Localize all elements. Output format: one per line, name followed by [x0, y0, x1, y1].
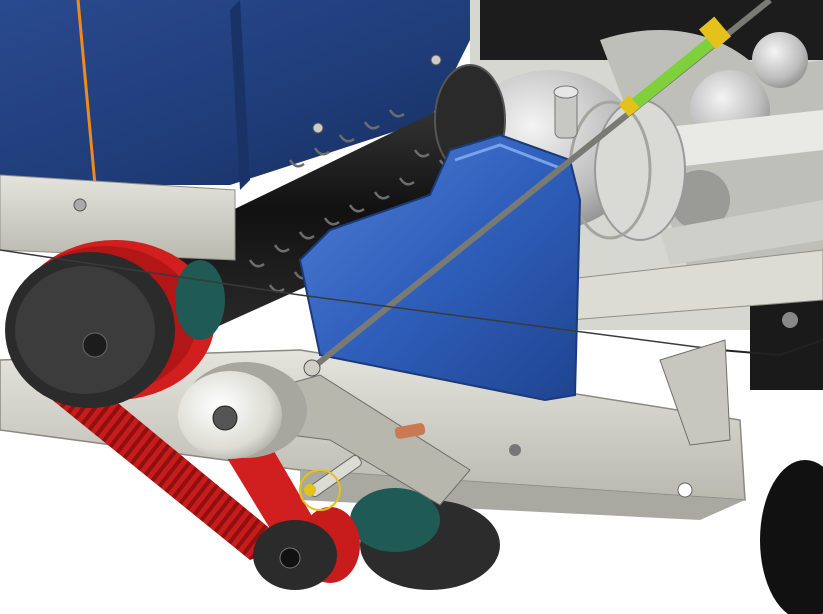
toothed-belt [40, 380, 290, 560]
lower-hub [350, 488, 500, 590]
control-rod [303, 0, 772, 377]
main-pulley [5, 252, 225, 408]
copper-pin [394, 423, 426, 439]
thin-cable [0, 249, 823, 357]
green-spring [626, 30, 724, 113]
lower-pulley [253, 507, 360, 590]
orange-edge-line [76, 0, 97, 186]
right-bracket [659, 339, 731, 446]
idler-pulley [178, 362, 307, 459]
spring-pin [299, 454, 362, 511]
ground-wheel [760, 460, 823, 614]
